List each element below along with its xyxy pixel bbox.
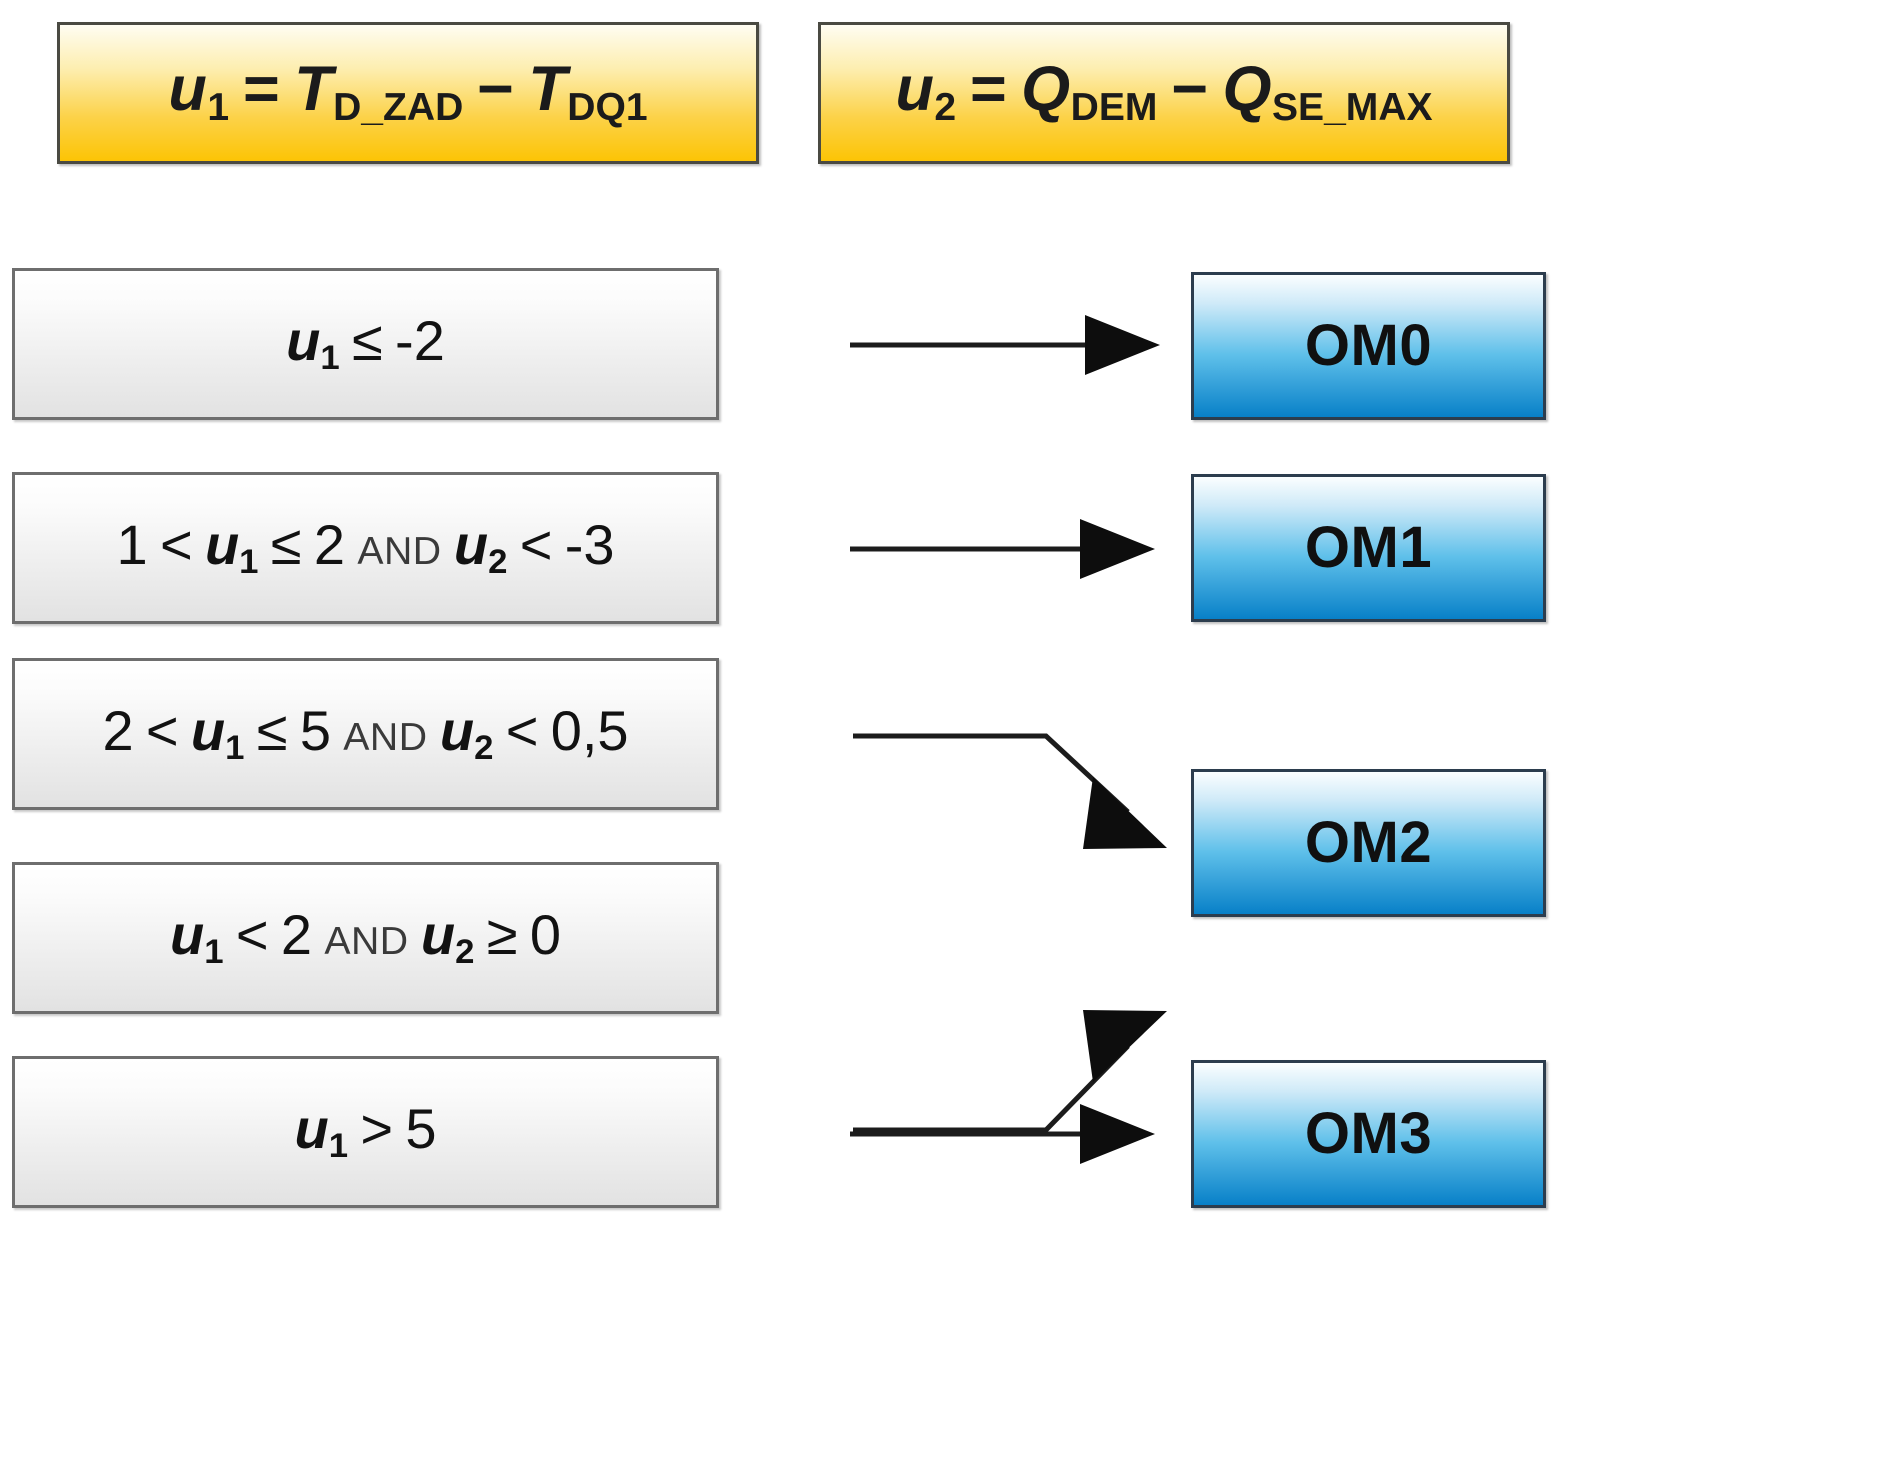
arrow-cond2-to-om2 xyxy=(853,733,1167,849)
output-box-om1: OM1 xyxy=(1191,474,1546,622)
condition-expression-4: u1>5 xyxy=(294,1096,437,1165)
output-label-om2: OM2 xyxy=(1304,810,1433,875)
header-box-u2: u2=QDEM−QSE_MAX xyxy=(818,22,1510,164)
output-label-om0: OM0 xyxy=(1304,313,1433,378)
and-keyword: AND xyxy=(357,529,442,573)
output-box-om3: OM3 xyxy=(1191,1060,1546,1208)
and-keyword: AND xyxy=(343,715,428,759)
arrow-cond4-to-om3 xyxy=(850,1104,1155,1164)
arrow-cond3-to-om2 xyxy=(853,1010,1167,1133)
header-formula-u2: u2=QDEM−QSE_MAX xyxy=(895,54,1433,130)
output-box-om2: OM2 xyxy=(1191,769,1546,917)
arrow-cond0-to-om0 xyxy=(850,315,1160,375)
header-box-u1: u1=TD_ZAD−TDQ1 xyxy=(57,22,759,164)
arrow-cond1-to-om1 xyxy=(850,519,1155,579)
output-label-om3: OM3 xyxy=(1304,1101,1433,1166)
condition-box-4: u1>5 xyxy=(12,1056,719,1208)
and-keyword: AND xyxy=(324,919,409,963)
condition-expression-0: u1≤-2 xyxy=(286,308,445,377)
condition-box-0: u1≤-2 xyxy=(12,268,719,420)
output-box-om0: OM0 xyxy=(1191,272,1546,420)
output-label-om1: OM1 xyxy=(1304,515,1433,580)
header-formula-u1: u1=TD_ZAD−TDQ1 xyxy=(168,54,648,130)
